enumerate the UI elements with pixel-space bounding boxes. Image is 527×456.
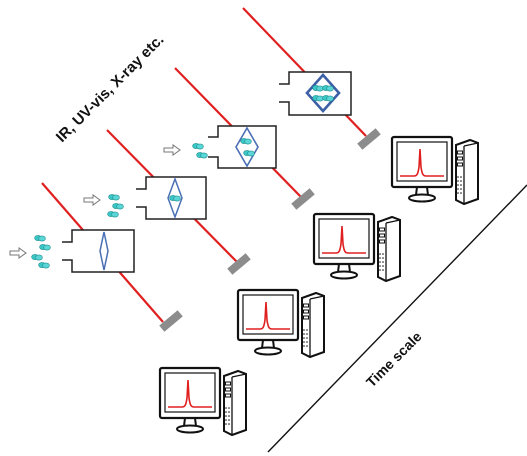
sample-cell-3 bbox=[163, 125, 277, 169]
crystal-1 bbox=[99, 231, 109, 271]
beam-type-label: IR, UV-vis, X-ray etc. bbox=[53, 31, 168, 146]
computer-1 bbox=[158, 366, 248, 437]
arrow-1 bbox=[9, 247, 27, 259]
sample-cell-1 bbox=[9, 229, 135, 273]
computer-2 bbox=[236, 288, 326, 359]
arrow-2 bbox=[83, 194, 101, 206]
crystal-4 bbox=[305, 73, 341, 113]
time-scale-label: Time scale bbox=[363, 328, 425, 390]
detector-3 bbox=[291, 188, 315, 210]
detector-4 bbox=[357, 128, 381, 150]
molecules-outside-1 bbox=[31, 235, 51, 269]
detector-2 bbox=[227, 253, 251, 275]
molecules-outside-2 bbox=[107, 194, 124, 218]
molecules-outside-3 bbox=[192, 143, 208, 159]
sample-cell-4 bbox=[279, 71, 352, 116]
computer-4 bbox=[390, 135, 480, 206]
arrow-3 bbox=[163, 144, 181, 156]
crystal-3 bbox=[235, 126, 259, 168]
detector-1 bbox=[159, 310, 183, 332]
computer-3 bbox=[312, 212, 402, 283]
probe-beams bbox=[41, 7, 367, 323]
sample-cell-2 bbox=[83, 176, 207, 220]
detectors bbox=[159, 128, 381, 332]
time-axis-line bbox=[267, 184, 527, 453]
